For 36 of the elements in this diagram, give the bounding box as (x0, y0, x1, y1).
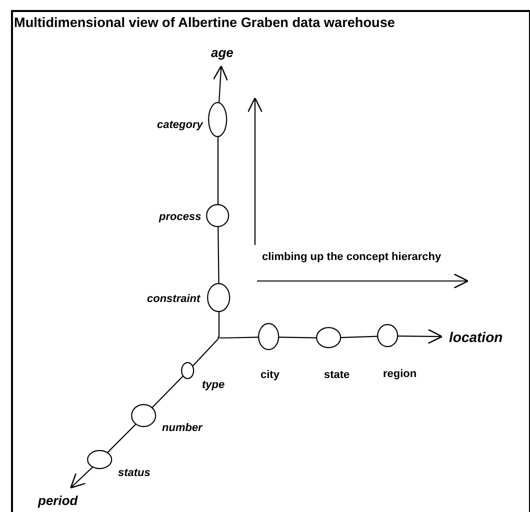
arrow (70, 466, 93, 489)
connector-line (279, 336, 317, 338)
annotation-text: climbing up the concept hierarchy (262, 252, 442, 263)
ellipse-node (258, 323, 280, 351)
node-label: number (162, 422, 202, 434)
ellipse-node (316, 327, 342, 349)
connector-line (218, 227, 220, 284)
ellipse-node (206, 204, 230, 228)
axis-label: location (449, 330, 503, 344)
node-label: constraint (147, 294, 200, 304)
ellipse-node (131, 404, 157, 428)
connector-line (218, 312, 220, 337)
node-label: status (118, 468, 150, 478)
ellipse-node (87, 450, 113, 470)
connector-line (340, 336, 378, 338)
node-label: city (260, 370, 280, 380)
axis-label: period (38, 494, 78, 506)
ellipse-node (181, 362, 195, 380)
connector-line (106, 424, 136, 454)
node-label: category (157, 120, 203, 130)
node-label: region (383, 368, 417, 380)
diagram-title: Multidimensional view of Albertine Graben data warehouse (14, 16, 395, 30)
connector-line (220, 336, 260, 339)
connector-line (192, 338, 219, 366)
arrow (212, 65, 228, 104)
ellipse-node (207, 283, 231, 313)
node-label: state (324, 370, 350, 380)
node-label: process (159, 212, 202, 222)
arrow (398, 328, 443, 344)
axis-label: age (211, 46, 234, 58)
junction-point (217, 336, 221, 340)
connector-line (217, 137, 219, 205)
ellipse-node (208, 102, 228, 138)
connector-line (152, 376, 184, 408)
node-label: type (202, 380, 225, 390)
ellipse-node (377, 324, 399, 348)
